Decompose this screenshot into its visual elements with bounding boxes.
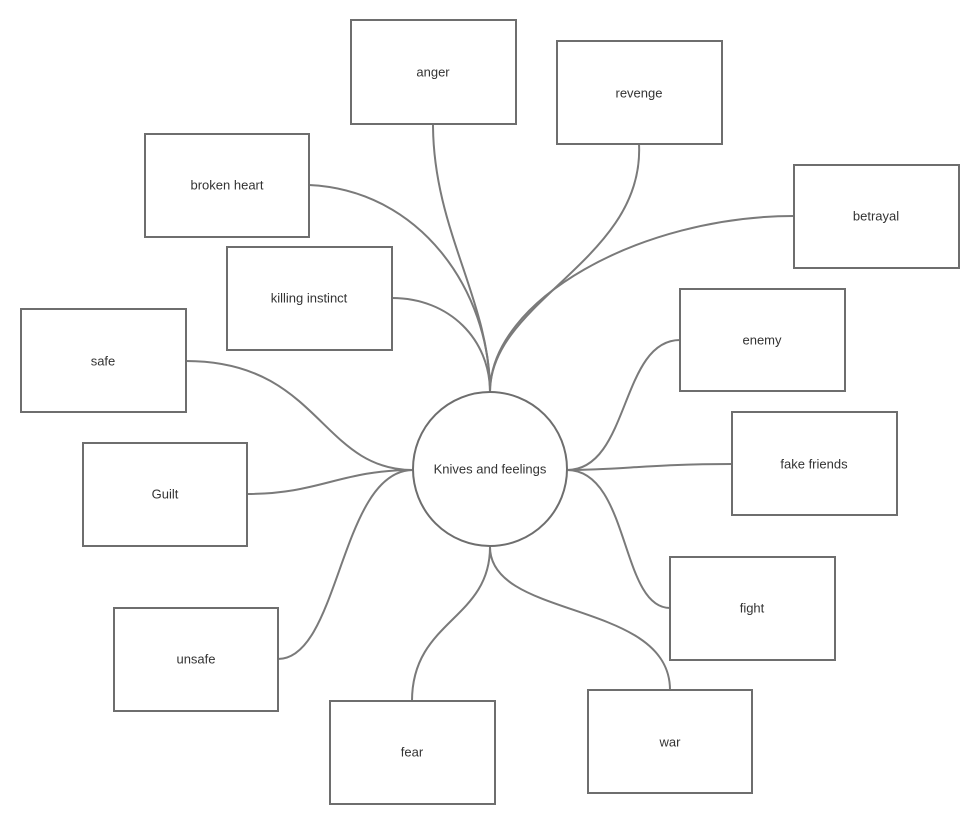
edge-broken-heart bbox=[308, 184, 491, 393]
center-node[interactable]: Knives and feelings bbox=[412, 391, 568, 547]
node-fake-friends[interactable]: fake friends bbox=[731, 411, 898, 516]
node-label-broken-heart: broken heart bbox=[191, 178, 264, 193]
node-fear[interactable]: fear bbox=[329, 700, 496, 805]
node-label-betrayal: betrayal bbox=[853, 209, 899, 224]
node-label-killing-instinct: killing instinct bbox=[271, 291, 348, 306]
edge-revenge bbox=[489, 143, 641, 393]
center-node-label: Knives and feelings bbox=[434, 462, 547, 477]
node-guilt[interactable]: Guilt bbox=[82, 442, 248, 547]
edge-war bbox=[489, 546, 671, 691]
node-unsafe[interactable]: unsafe bbox=[113, 607, 279, 712]
node-enemy[interactable]: enemy bbox=[679, 288, 846, 392]
edge-guilt bbox=[246, 469, 414, 495]
edge-safe bbox=[185, 360, 414, 471]
node-safe[interactable]: safe bbox=[20, 308, 187, 413]
connectors bbox=[185, 123, 795, 702]
node-broken-heart[interactable]: broken heart bbox=[144, 133, 310, 238]
node-label-fear: fear bbox=[401, 745, 424, 760]
edge-fight bbox=[566, 469, 671, 609]
edge-enemy bbox=[566, 339, 681, 471]
node-revenge[interactable]: revenge bbox=[556, 40, 723, 145]
edge-betrayal bbox=[489, 215, 795, 393]
node-label-revenge: revenge bbox=[616, 86, 663, 101]
edge-unsafe bbox=[277, 469, 414, 660]
node-betrayal[interactable]: betrayal bbox=[793, 164, 960, 269]
node-label-war: war bbox=[659, 735, 682, 750]
node-label-unsafe: unsafe bbox=[176, 652, 215, 667]
edge-killing-instinct bbox=[391, 297, 491, 393]
node-anger[interactable]: anger bbox=[350, 19, 517, 125]
node-label-enemy: enemy bbox=[742, 333, 782, 348]
node-label-anger: anger bbox=[416, 65, 450, 80]
node-label-guilt: Guilt bbox=[152, 487, 179, 502]
node-war[interactable]: war bbox=[587, 689, 753, 794]
node-label-safe: safe bbox=[91, 354, 116, 369]
node-fight[interactable]: fight bbox=[669, 556, 836, 661]
edge-fear bbox=[411, 546, 491, 702]
node-label-fake-friends: fake friends bbox=[780, 457, 848, 472]
node-killing-instinct[interactable]: killing instinct bbox=[226, 246, 393, 351]
edge-fake-friends bbox=[566, 463, 733, 471]
node-label-fight: fight bbox=[740, 601, 765, 616]
